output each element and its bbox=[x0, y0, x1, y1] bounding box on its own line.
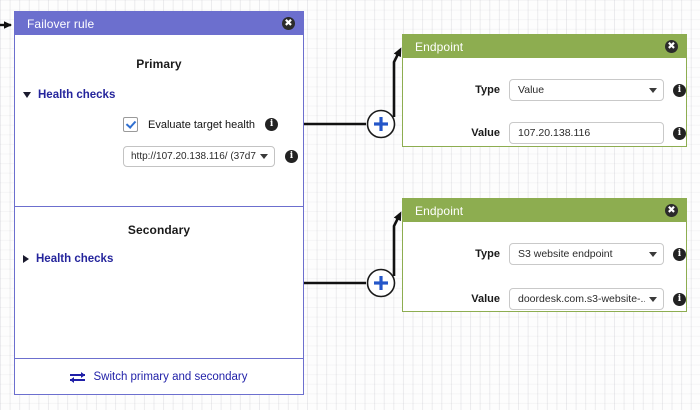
chevron-down-icon bbox=[260, 154, 268, 159]
chevron-down-icon bbox=[649, 296, 657, 302]
health-check-select-row: http://107.20.138.116/ (37d7... i bbox=[15, 146, 303, 167]
endpoint-2-value-select[interactable]: doordesk.com.s3-website-... bbox=[509, 288, 664, 310]
primary-section: Primary Health checks Evaluate target he… bbox=[15, 35, 303, 207]
chevron-down-icon bbox=[649, 87, 657, 93]
info-icon[interactable]: i bbox=[673, 83, 686, 97]
switch-primary-secondary-button[interactable]: Switch primary and secondary bbox=[15, 359, 303, 395]
chevron-right-icon bbox=[23, 255, 29, 263]
endpoint-2-value-row: Value doordesk.com.s3-website-... i bbox=[403, 288, 686, 310]
evaluate-target-health-label: Evaluate target health bbox=[148, 118, 256, 131]
health-check-select[interactable]: http://107.20.138.116/ (37d7... bbox=[123, 146, 275, 167]
endpoint-1-type-select[interactable]: Value bbox=[509, 79, 664, 101]
chevron-down-icon bbox=[649, 251, 657, 257]
primary-label: Primary bbox=[136, 57, 182, 71]
secondary-section: Secondary Health checks bbox=[15, 207, 303, 359]
info-icon[interactable]: i bbox=[265, 118, 279, 131]
endpoint-panel-1: Endpoint ✖ Type Value i Value 107.20.138… bbox=[402, 34, 687, 147]
swap-arrows-icon bbox=[70, 371, 86, 383]
endpoint-2-value-text: doordesk.com.s3-website-... bbox=[518, 293, 645, 305]
primary-health-checks-toggle[interactable]: Health checks bbox=[15, 89, 303, 101]
info-icon[interactable]: i bbox=[285, 150, 298, 163]
switch-primary-secondary-label: Switch primary and secondary bbox=[93, 371, 248, 383]
endpoint-1-type-value: Value bbox=[518, 84, 545, 96]
endpoint-2-header: Endpoint ✖ bbox=[403, 199, 686, 222]
endpoint-1-value-text: 107.20.138.116 bbox=[518, 127, 591, 139]
endpoint-1-header: Endpoint ✖ bbox=[403, 35, 686, 58]
endpoint-2-type-row: Type S3 website endpoint i bbox=[403, 243, 686, 265]
endpoint-1-value-label: Value bbox=[471, 127, 500, 139]
endpoint-1-title: Endpoint bbox=[415, 39, 464, 54]
info-icon[interactable]: i bbox=[673, 126, 686, 140]
endpoint-1-value-input[interactable]: 107.20.138.116 bbox=[509, 122, 664, 144]
evaluate-target-health-checkbox[interactable] bbox=[123, 117, 138, 132]
info-icon[interactable]: i bbox=[673, 292, 686, 306]
secondary-health-checks-toggle[interactable]: Health checks bbox=[15, 253, 303, 265]
endpoint-1-type-row: Type Value i bbox=[403, 79, 686, 101]
endpoint-2-title: Endpoint bbox=[415, 203, 464, 218]
close-icon[interactable]: ✖ bbox=[665, 204, 678, 217]
endpoint-panel-2: Endpoint ✖ Type S3 website endpoint i Va… bbox=[402, 198, 687, 312]
failover-rule-panel: Failover rule ✖ Primary Health checks Ev… bbox=[14, 11, 304, 395]
failover-rule-header: Failover rule ✖ bbox=[15, 12, 303, 35]
secondary-label: Secondary bbox=[127, 223, 191, 237]
health-check-select-value: http://107.20.138.116/ (37d7... bbox=[131, 151, 256, 162]
close-icon[interactable]: ✖ bbox=[665, 40, 678, 53]
endpoint-2-type-select[interactable]: S3 website endpoint bbox=[509, 243, 664, 265]
failover-rule-title: Failover rule bbox=[27, 16, 95, 31]
close-icon[interactable]: ✖ bbox=[282, 17, 295, 30]
primary-health-checks-label: Health checks bbox=[38, 89, 116, 101]
endpoint-2-type-label: Type bbox=[475, 248, 500, 260]
secondary-health-checks-label: Health checks bbox=[36, 253, 114, 265]
chevron-down-icon bbox=[23, 92, 31, 98]
add-endpoint-node-secondary[interactable] bbox=[366, 268, 396, 298]
endpoint-1-type-label: Type bbox=[475, 84, 500, 96]
evaluate-target-health-row: Evaluate target health i bbox=[15, 117, 303, 132]
info-icon[interactable]: i bbox=[673, 247, 686, 261]
add-endpoint-node-primary[interactable] bbox=[366, 109, 396, 139]
endpoint-2-type-value: S3 website endpoint bbox=[518, 248, 613, 260]
endpoint-2-value-label: Value bbox=[471, 293, 500, 305]
endpoint-1-value-row: Value 107.20.138.116 i bbox=[403, 122, 686, 144]
